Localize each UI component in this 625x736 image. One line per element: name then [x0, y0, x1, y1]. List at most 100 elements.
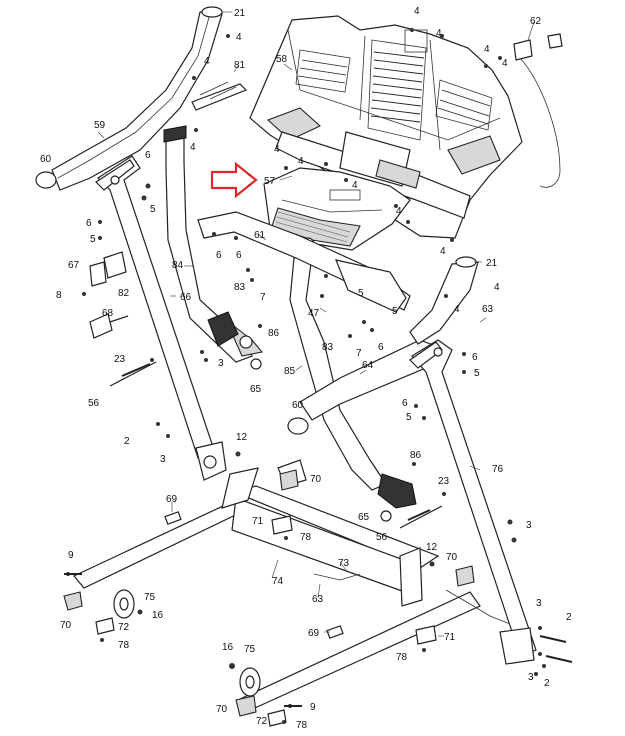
wire-harness-63 [313, 573, 511, 625]
callout-83: 83 [322, 342, 334, 353]
callout-5: 5 [392, 306, 398, 317]
callout-21: 21 [234, 8, 246, 19]
display-console-57 [263, 167, 411, 251]
foot-plates [95, 515, 437, 727]
callout-2: 2 [566, 612, 572, 623]
callout-8: 8 [56, 290, 62, 301]
callout-12: 12 [426, 542, 438, 553]
callout-7: 7 [260, 292, 266, 303]
callout-64: 64 [362, 360, 374, 371]
callout-12: 12 [236, 432, 248, 443]
clamp-82-67 [89, 251, 127, 287]
callout-86: 86 [268, 328, 280, 339]
handrail-crossbar-61 [197, 211, 411, 313]
callout-70: 70 [60, 620, 72, 631]
callout-4: 4 [494, 282, 500, 293]
wheel-75-rear [239, 667, 261, 697]
wheel-75-front [113, 589, 135, 619]
right-upright-tube [409, 256, 479, 345]
callout-4: 4 [298, 156, 304, 167]
callout-4: 4 [436, 28, 442, 39]
callout-85: 85 [284, 366, 296, 377]
callout-3: 3 [218, 358, 224, 369]
callout-56: 56 [88, 398, 100, 409]
leveling-foot-70 [63, 469, 475, 717]
callout-60: 60 [292, 400, 304, 411]
callout-68: 68 [102, 308, 114, 319]
callout-16: 16 [222, 642, 234, 653]
callout-63: 63 [482, 304, 494, 315]
callout-61: 61 [254, 230, 266, 241]
callout-4: 4 [502, 58, 508, 69]
callout-60: 60 [40, 154, 52, 165]
label-69-rear [326, 625, 344, 639]
callout-71: 71 [252, 516, 264, 527]
console-base-58 [249, 15, 523, 239]
callout-78: 78 [300, 532, 312, 543]
leader-lines [97, 11, 535, 637]
left-upright-66 [95, 155, 227, 481]
callout-2: 2 [124, 436, 130, 447]
callout-3: 3 [160, 454, 166, 465]
callout-81: 81 [234, 60, 246, 71]
callout-70: 70 [446, 552, 458, 563]
callout-4: 4 [274, 144, 280, 155]
left-upright-tube-59 [35, 6, 223, 191]
callout-5: 5 [406, 412, 412, 423]
callout-4: 4 [236, 32, 242, 43]
bracket-81 [191, 81, 248, 111]
console-cable-62 [519, 57, 561, 188]
callout-58: 58 [276, 54, 288, 65]
callout-65: 65 [250, 384, 262, 395]
callout-65: 65 [358, 512, 370, 523]
callout-75: 75 [244, 644, 256, 655]
callout-6: 6 [145, 150, 151, 161]
callout-9: 9 [310, 702, 316, 713]
callout-7: 7 [356, 348, 362, 359]
callout-5: 5 [474, 368, 480, 379]
callout-4: 4 [440, 246, 446, 257]
base-frame-74 [73, 459, 481, 713]
callout-71: 71 [444, 632, 456, 643]
callout-84: 84 [172, 260, 184, 271]
callout-82: 82 [118, 288, 130, 299]
callout-63: 63 [312, 594, 324, 605]
callout-6: 6 [378, 342, 384, 353]
callout-83: 83 [234, 282, 246, 293]
callout-72: 72 [256, 716, 268, 727]
callout-4: 4 [484, 44, 490, 55]
callout-6: 6 [472, 352, 478, 363]
callout-4: 4 [414, 6, 420, 17]
callout-2: 2 [544, 678, 550, 689]
callout-78: 78 [396, 652, 408, 663]
callout-21: 21 [486, 258, 498, 269]
highlight-arrow-icon [210, 161, 258, 199]
callout-6: 6 [236, 250, 242, 261]
callout-47: 47 [308, 308, 320, 319]
callout-75: 75 [144, 592, 156, 603]
callout-72: 72 [118, 622, 130, 633]
callout-69: 69 [308, 628, 320, 639]
callout-57: 57 [264, 176, 276, 187]
callout-16: 16 [152, 610, 164, 621]
knob-65-left [207, 311, 262, 370]
callout-3: 3 [526, 520, 532, 531]
callout-69: 69 [166, 494, 178, 505]
callout-78: 78 [118, 640, 130, 651]
callout-4: 4 [190, 142, 196, 153]
callout-59: 59 [94, 120, 106, 131]
callout-78: 78 [296, 720, 308, 731]
adjustment-knob-68 [89, 313, 129, 339]
knob-65-right [380, 510, 392, 522]
hardware-fasteners [66, 28, 546, 724]
callout-3: 3 [528, 672, 534, 683]
callout-6: 6 [216, 250, 222, 261]
callout-6: 6 [86, 218, 92, 229]
part-callouts: 21 4 4 81 4 59 60 6 5 6 5 67 82 8 68 66 … [40, 6, 572, 731]
pivot-rods-56 [109, 361, 443, 529]
console-frame [275, 131, 471, 219]
callout-4: 4 [204, 56, 210, 67]
bolts [64, 363, 573, 707]
label-69-front [164, 511, 182, 525]
